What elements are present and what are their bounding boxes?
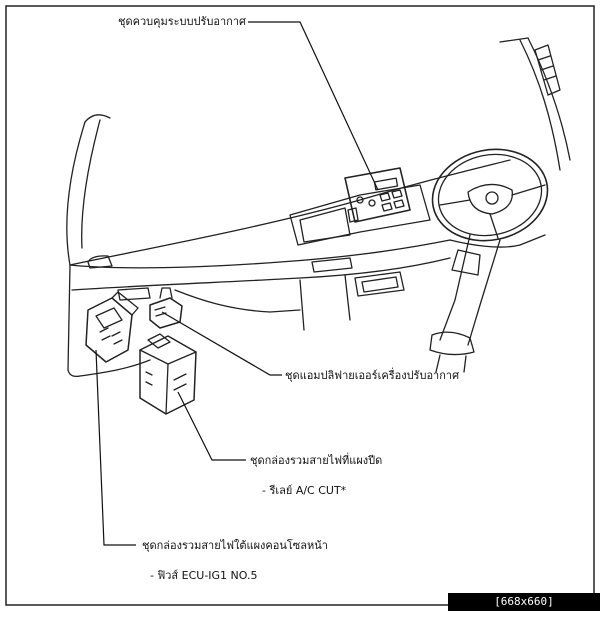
climate-control-panel xyxy=(344,167,411,223)
windshield-left-edge xyxy=(81,119,101,249)
right-vent-slats xyxy=(537,55,557,81)
label-ac-amplifier: ชุดแอมปลิฟายเออร์เครื่องปรับอากาศ xyxy=(285,369,460,382)
dashboard-diagram xyxy=(5,5,595,606)
climate-buttons xyxy=(379,189,405,212)
lower-left-panel xyxy=(174,289,301,313)
steering-wheel-rim-inner xyxy=(437,153,543,237)
leader-ac-amplifier xyxy=(161,311,282,376)
center-panel xyxy=(289,184,431,246)
dashboard-left-face xyxy=(67,264,81,378)
leader-ac-control xyxy=(248,21,379,191)
glovebox-vent xyxy=(117,287,151,301)
climate-side-vent xyxy=(347,207,359,223)
right-a-pillar-inner xyxy=(527,37,571,161)
cowl-junction-box-connector xyxy=(111,291,139,316)
steering-wheel-rim xyxy=(431,148,549,242)
windshield-top-right xyxy=(499,37,529,43)
climate-knob-1 xyxy=(356,196,364,204)
column-cover xyxy=(451,249,481,276)
dashboard-front-edge xyxy=(69,239,451,269)
left-a-pillar xyxy=(66,121,86,266)
climate-knob-2 xyxy=(368,199,376,207)
leader-door-junction-box xyxy=(177,391,246,461)
dashboard-top-edge xyxy=(69,159,511,266)
steering-wheel-hub xyxy=(467,183,513,215)
ac-amplifier-bracket xyxy=(159,287,173,299)
steering-wheel-spokes xyxy=(439,184,546,239)
console-column xyxy=(299,274,351,331)
cowl-junction-box-detail xyxy=(95,307,123,345)
diagram-border xyxy=(5,5,595,606)
lower-tray-inner xyxy=(361,276,399,293)
right-dash-edge xyxy=(449,234,546,248)
center-panel-inner xyxy=(299,207,351,243)
label-relay-note: - รีเลย์ A/C CUT* xyxy=(262,484,347,497)
right-a-pillar xyxy=(519,39,561,171)
climate-display xyxy=(373,177,399,191)
panel-junction-box-detail xyxy=(145,333,187,391)
windshield-top-left xyxy=(84,114,111,123)
dashboard-lower-line xyxy=(71,257,451,291)
label-fuse-note: - ฟิวส์ ECU-IG1 NO.5 xyxy=(150,569,258,582)
column-boot xyxy=(429,331,475,356)
label-cowl-junction-box: ชุดกล่องรวมสายไฟใต้แผงคอนโซลหน้า xyxy=(142,539,328,552)
watermark: [668x660] http://upic.me/ xyxy=(448,593,600,626)
column-joint xyxy=(435,354,467,373)
steering-column xyxy=(439,234,501,346)
panel-junction-box xyxy=(139,335,197,415)
center-vent-slot xyxy=(311,257,353,273)
defroster-vent xyxy=(87,255,113,269)
horn-emblem xyxy=(485,191,499,205)
lower-tray xyxy=(354,271,405,297)
label-ac-control: ชุดควบคุมระบบปรับอากาศ xyxy=(118,15,246,28)
leader-cowl-junction-box xyxy=(95,349,136,546)
panel-junction-box-top xyxy=(139,349,197,415)
lower-dash-curve xyxy=(79,359,151,377)
label-door-junction-box: ชุดกล่องรวมสายไฟที่แผงปีด xyxy=(250,454,383,467)
